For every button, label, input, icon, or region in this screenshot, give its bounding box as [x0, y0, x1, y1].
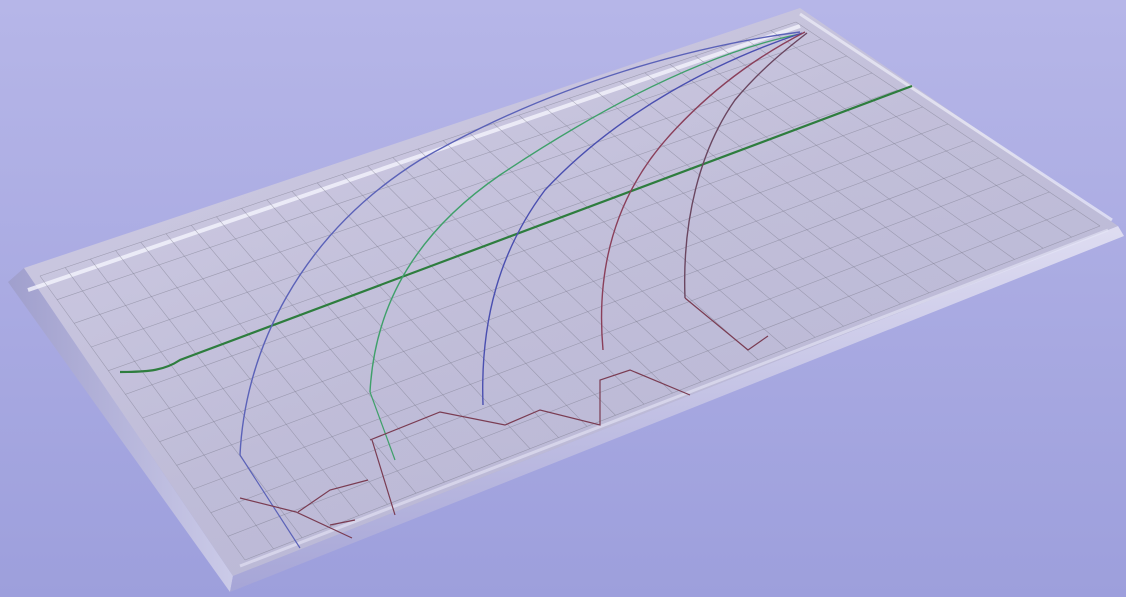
- reference-grid: [39, 21, 1101, 561]
- section-curve-3[interactable]: [482, 32, 803, 406]
- grid-line: [176, 157, 999, 466]
- grid-line: [74, 55, 847, 324]
- hull-lines[interactable]: [119, 31, 913, 549]
- grid-line: [210, 191, 1050, 513]
- grid-line: [227, 208, 1075, 537]
- section-curve-4[interactable]: [600, 31, 806, 351]
- grid-line: [91, 72, 873, 348]
- slab-left-face: [8, 268, 233, 592]
- section-curve-1b[interactable]: [239, 454, 301, 549]
- slab-back-rim: [27, 24, 801, 292]
- grid-line: [193, 174, 1025, 490]
- slab-right-rim: [799, 12, 1113, 222]
- grid-line: [159, 140, 974, 442]
- grid-line: [142, 123, 949, 419]
- section-curve-2b[interactable]: [369, 391, 396, 461]
- grid-line: [56, 38, 822, 300]
- section-curve-5[interactable]: [683, 32, 808, 299]
- grid-line: [108, 89, 898, 371]
- section-curve-5b[interactable]: [684, 297, 769, 351]
- grid-line: [39, 21, 797, 277]
- section-curve-1[interactable]: [239, 31, 801, 456]
- slab-top-face: [24, 8, 1118, 576]
- grid-line: [125, 106, 923, 395]
- section-curve-2[interactable]: [369, 33, 801, 393]
- slab-front-face: [230, 226, 1124, 592]
- slab-front-rim: [239, 228, 1109, 568]
- keel-profile-line[interactable]: [239, 369, 691, 539]
- grid-line: [244, 225, 1101, 561]
- glass-slab[interactable]: [8, 8, 1124, 592]
- waterline-curve[interactable]: [119, 84, 913, 374]
